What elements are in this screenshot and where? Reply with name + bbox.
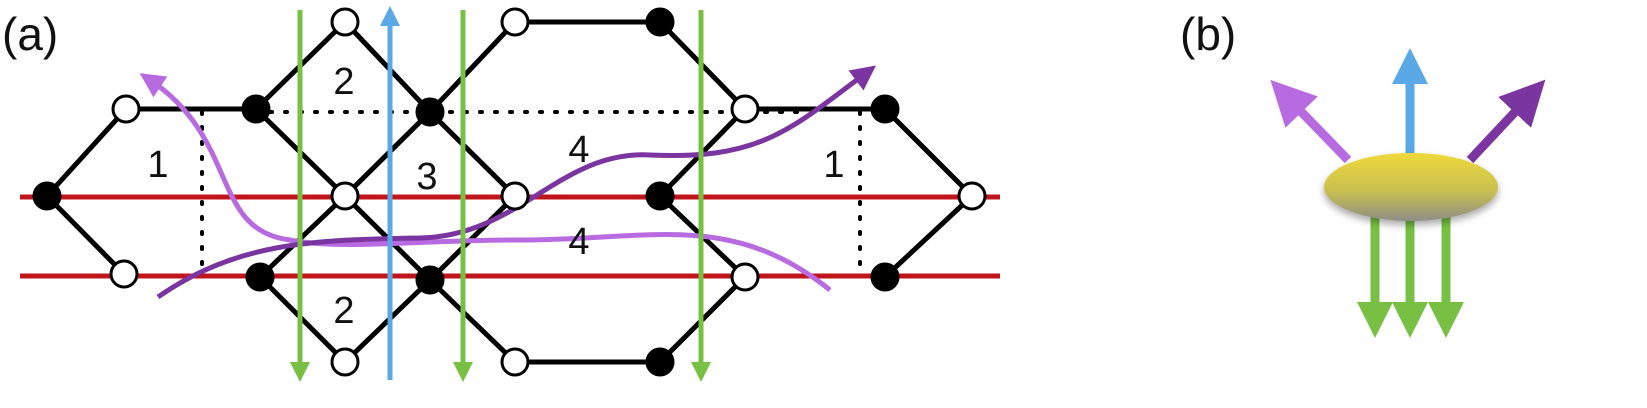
edge <box>882 193 975 280</box>
face-label-right-upper: 4 <box>568 129 589 171</box>
white-node <box>500 347 530 377</box>
black-node <box>645 347 675 377</box>
panel-b: (b) <box>1180 8 1546 338</box>
white-node <box>111 94 141 124</box>
edge <box>427 19 518 115</box>
edge <box>427 109 518 199</box>
dotted-boundaries <box>200 110 862 276</box>
black-node <box>645 7 675 37</box>
panel-a: (a) <box>2 6 1000 382</box>
black-node <box>870 94 900 124</box>
panel-a-label: (a) <box>2 8 58 60</box>
black-node <box>241 94 271 124</box>
edge <box>427 277 518 365</box>
panel-b-label: (b) <box>1180 8 1236 60</box>
black-node <box>415 97 445 127</box>
white-node <box>330 181 360 211</box>
white-node <box>500 7 530 37</box>
white-node <box>957 181 987 211</box>
edge <box>44 106 129 199</box>
edge <box>427 193 518 283</box>
black-node <box>870 262 900 292</box>
white-node <box>730 262 760 292</box>
black-node <box>645 181 675 211</box>
blob-light-purple-arrow <box>1270 79 1352 164</box>
white-node <box>330 347 360 377</box>
graph-nodes <box>32 7 987 377</box>
face-label-top-left: 2 <box>333 61 354 103</box>
black-node <box>245 262 275 292</box>
black-node <box>415 265 445 295</box>
face-label-bottom-left: 2 <box>333 290 354 332</box>
edge <box>44 193 127 277</box>
blob-vertex <box>1324 153 1498 221</box>
face-label-right-lower: 4 <box>568 221 589 263</box>
dark-purple-strand <box>156 65 876 300</box>
white-node <box>730 94 760 124</box>
white-node <box>500 181 530 211</box>
face-label-outer-right: 1 <box>823 144 844 186</box>
white-node <box>330 7 360 37</box>
face-labels: 1 2 3 4 4 2 1 <box>147 61 844 332</box>
blob-dark-purple-arrow <box>1466 79 1546 164</box>
vertical-strands <box>290 6 711 382</box>
edge <box>882 106 975 199</box>
face-label-center: 3 <box>416 156 437 198</box>
white-node <box>109 259 139 289</box>
black-node <box>32 181 62 211</box>
face-label-outer-left: 1 <box>147 144 168 186</box>
